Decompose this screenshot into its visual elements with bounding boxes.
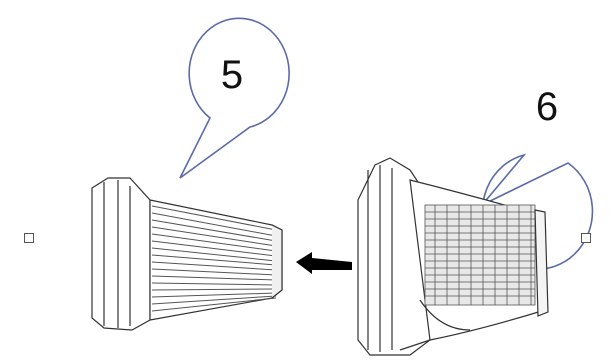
- callout-5-number: 5: [221, 53, 243, 97]
- left-checkbox[interactable]: [24, 233, 34, 243]
- right-checkbox[interactable]: [581, 233, 591, 243]
- callout-5-bubble: [180, 18, 289, 178]
- filter-cartridge-icon: [92, 178, 282, 330]
- callout-6-number: 6: [536, 85, 558, 129]
- arrow-left-icon: [296, 252, 352, 274]
- callout-5: 5: [180, 18, 289, 178]
